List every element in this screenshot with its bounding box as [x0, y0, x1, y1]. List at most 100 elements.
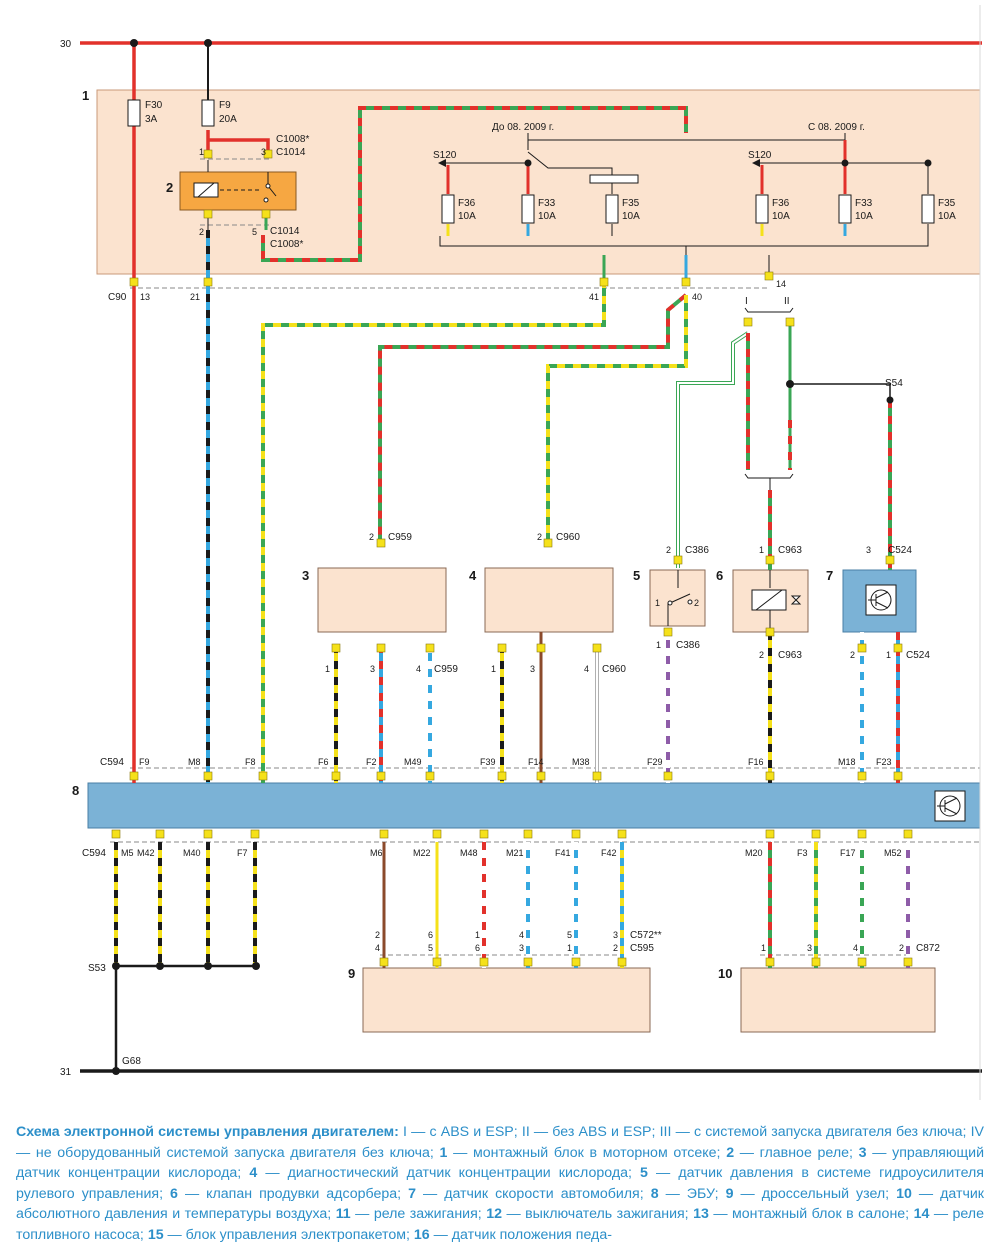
valve-6-symbol [751, 570, 802, 632]
c594-bot-m52: M52 [884, 848, 902, 858]
component-3-number: 3 [302, 568, 309, 583]
fuse-f33-a-rating: 10A [538, 211, 556, 222]
relay-conn-bot-b: C1008* [270, 239, 303, 250]
c524-pin-1: 1 [886, 650, 891, 660]
fuse-f35-b-id: F35 [938, 198, 956, 209]
c594-top-f29: F29 [647, 757, 663, 767]
caption-text-10: — датчик абсолютного давления и температ… [16, 1185, 984, 1223]
pin-marker-10 [785, 317, 795, 327]
pin-marker-61 [857, 957, 867, 967]
fuse-f30-rating: 3A [145, 114, 158, 125]
relay-pin-3: 3 [261, 147, 266, 157]
branch-ii-label: II [784, 296, 790, 307]
sensor-5-switch-symbol [667, 570, 693, 626]
s54-label: S54 [885, 378, 903, 389]
c594-top-m49: M49 [404, 757, 422, 767]
caption-text-9: — дроссельный узел; [733, 1185, 897, 1202]
c594-top-f16: F16 [748, 757, 764, 767]
c960-pin-4: 4 [584, 664, 589, 674]
fuse-f9-rating: 20A [219, 114, 237, 125]
c90-pin-21: 21 [190, 292, 200, 302]
caption-text-1: — монтажный блок в моторном отсеке; [447, 1144, 727, 1161]
caption-text-2: — главное реле; [734, 1144, 859, 1161]
branch-i-label: I [745, 296, 748, 307]
c595-label: C595 [630, 943, 654, 954]
pin-marker-0 [129, 277, 139, 287]
caption-key-14: 14 [913, 1206, 930, 1223]
caption-key-13: 13 [693, 1206, 709, 1223]
pin-marker-20 [536, 643, 546, 653]
c594-top-m18: M18 [838, 757, 856, 767]
caption-key-16: 16 [413, 1226, 430, 1243]
pin-marker-13 [673, 555, 683, 565]
c594-bottom-label: C594 [82, 848, 106, 859]
pin-marker-36 [765, 771, 775, 781]
pin-marker-56 [523, 957, 533, 967]
c9-lower-pin-1: 5 [428, 943, 433, 953]
pin-marker-22 [663, 627, 673, 637]
c524-pin-2: 2 [850, 650, 855, 660]
caption-text-14: — реле топливного насоса; [16, 1206, 984, 1243]
component-7-number: 7 [826, 568, 833, 583]
c9-upper-pin-5: 3 [613, 930, 618, 940]
c594-top-f6: F6 [318, 757, 329, 767]
c963-top-pin: 1 [759, 545, 764, 555]
c9-upper-pin-0: 2 [375, 930, 380, 940]
diagram-caption: Схема электронной системы управления дви… [16, 1122, 984, 1246]
c594-bot-m48: M48 [460, 848, 478, 858]
c386-top-pin: 2 [666, 545, 671, 555]
pin-marker-57 [571, 957, 581, 967]
fuse-f36-b-rating: 10A [772, 211, 790, 222]
ecu-8-number: 8 [72, 783, 79, 798]
pin-marker-32 [497, 771, 507, 781]
c90-pin-40: 40 [692, 292, 702, 302]
rail-31-label: 31 [60, 1067, 72, 1078]
c960-pin-1: 1 [491, 664, 496, 674]
c960-top-pin: 2 [537, 532, 542, 542]
c594-bot-f7: F7 [237, 848, 248, 858]
caption-text-16: — датчик положения педа- [429, 1226, 612, 1243]
pin-marker-9 [743, 317, 753, 327]
caption-text-8: — ЭБУ; [658, 1185, 726, 1202]
caption-key-7: 7 [408, 1185, 416, 1202]
relay-pin-1: 1 [199, 147, 204, 157]
caption-text-7: — датчик скорости автомобиля; [415, 1185, 651, 1202]
fuse-f36-a [441, 194, 455, 224]
pin-marker-29 [331, 771, 341, 781]
c960-bottom-label: C960 [602, 664, 626, 675]
ecu-8-symbol [934, 790, 966, 822]
c594-bot-m40: M40 [183, 848, 201, 858]
component-4-number: 4 [469, 568, 477, 583]
ecu-8-box [87, 782, 981, 829]
relay-2-number: 2 [166, 180, 173, 195]
pin-marker-30 [376, 771, 386, 781]
pin-marker-48 [617, 829, 627, 839]
sensor5-pin-2: 2 [694, 598, 699, 608]
pin-marker-40 [155, 829, 165, 839]
caption-key-2: 2 [726, 1144, 735, 1161]
pin-marker-8 [261, 209, 271, 219]
caption-key-6: 6 [170, 1185, 178, 1202]
pin-marker-51 [857, 829, 867, 839]
c594-top-f9: F9 [139, 757, 150, 767]
period-before-label: До 08. 2009 г. [492, 122, 554, 133]
c963-bottom-pin: 2 [759, 650, 764, 660]
pin-marker-54 [432, 957, 442, 967]
pin-marker-26 [129, 771, 139, 781]
pin-marker-1 [203, 277, 213, 287]
component-3-box [317, 567, 447, 633]
c594-bot-m21: M21 [506, 848, 524, 858]
pin-marker-31 [425, 771, 435, 781]
c9-upper-pin-1: 6 [428, 930, 433, 940]
c594-top-f8: F8 [245, 757, 256, 767]
c594-bot-m22: M22 [413, 848, 431, 858]
pin-marker-16 [331, 643, 341, 653]
relay-pin-5: 5 [252, 227, 257, 237]
pin-marker-59 [765, 957, 775, 967]
c10-pin-0: 1 [761, 943, 766, 953]
fuse-f35-b [921, 194, 935, 224]
pin-marker-42 [250, 829, 260, 839]
pin-marker-52 [903, 829, 913, 839]
pin-marker-21 [592, 643, 602, 653]
